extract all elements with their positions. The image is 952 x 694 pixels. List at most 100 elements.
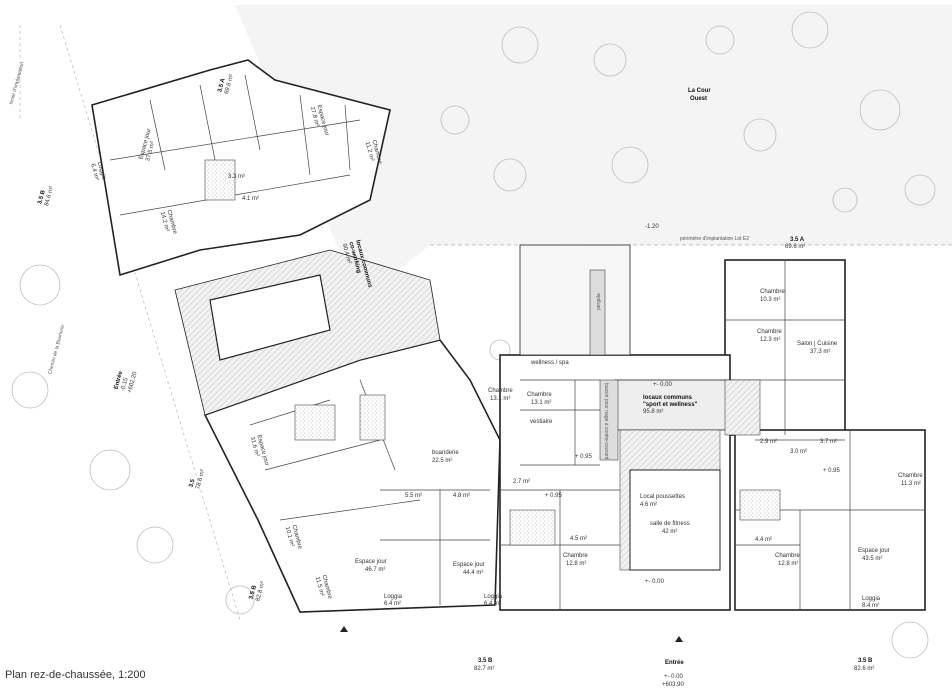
west-room-area: 27.8 m² (309, 106, 320, 127)
pergola-block (519, 244, 631, 356)
limit-label: limite d'implantation (9, 61, 26, 105)
entry-markers (340, 626, 683, 642)
west-unit-sw-area: 82.8 m² (255, 581, 266, 602)
west-unit-mid-type: 3.5 (189, 478, 197, 488)
west-entry-level1: -0.15 (120, 377, 130, 392)
east-small-area: 3.7 m² (820, 439, 837, 445)
west-room-area: 31.6 m² (249, 436, 260, 457)
east-room-name: Chambre (898, 473, 923, 479)
west-room-area: 6.4 m² (89, 163, 99, 181)
west-room-area: 37.5 m² (145, 141, 156, 162)
east-small-area: 2.9 m² (760, 439, 777, 445)
west-room-name: Loggia (484, 594, 503, 600)
east-level: + 0.95 (545, 493, 563, 499)
limit-line (19, 24, 241, 621)
east-unit-ne-type: 3.5 A (790, 237, 805, 243)
east-room-name: Local poussettes (640, 494, 685, 500)
east-unit-se-type: 3.5 B (858, 658, 873, 664)
east-small-area: 3.0 m² (790, 449, 807, 455)
pergola-label: pergola (596, 293, 602, 310)
east-common-level: +- 0.00 (653, 382, 673, 388)
east-room-name: wellness / spa (530, 360, 569, 366)
courtyard-name-2: Ouest (690, 96, 707, 102)
west-unit-nw-type: 3.5 B (37, 189, 47, 205)
west-room-area: 6.4 m² (484, 601, 501, 607)
road-label: Chemin de la Bourlerie (47, 324, 66, 375)
west-room-area: 22.5 m² (432, 458, 452, 464)
pool-label: bassin pour nage à contre-courant (603, 383, 609, 460)
west-unit-mid-area: 78.6 m² (195, 469, 206, 490)
west-small-area: 3.3 m² (228, 174, 245, 180)
west-small-area: 2.7 m² (513, 479, 530, 485)
courtyard-name: La Cour (688, 88, 711, 94)
west-common-area: 90.4 m² (341, 243, 352, 264)
west-room-name: buanderie (432, 450, 459, 456)
east-room-name: Espace jour (858, 548, 890, 554)
east-room-area: 42 m² (662, 529, 677, 535)
east-room-area: 12.8 m² (566, 561, 586, 567)
east-room-name: Chambre (760, 289, 785, 295)
east-unit-sw-area: 82.7 m² (474, 666, 494, 672)
west-room-area: 6.4 m² (384, 601, 401, 607)
east-level: + 0.95 (575, 454, 593, 460)
plan-caption: Plan rez-de-chaussée, 1:200 (5, 669, 146, 681)
west-unit-north-type: 3.5 A (217, 77, 227, 93)
east-common-area: 95.8 m² (643, 409, 663, 415)
west-room-name: Loggia (384, 594, 403, 600)
east-room-name: Chambre (775, 553, 800, 559)
east-room-name: Salon | Cuisine (797, 341, 838, 347)
east-room-name: Chambre (563, 553, 588, 559)
east-entry-level2: +603.90 (662, 682, 685, 688)
east-common-title: locaux communs (643, 395, 693, 401)
east-common-subtitle: "sport et wellness" (643, 402, 698, 408)
west-small-area: 4.8 m² (453, 493, 470, 499)
east-entry-label: Entrée (665, 660, 684, 666)
east-room-area: 10.3 m² (760, 297, 780, 303)
east-room-name: Loggia (862, 596, 881, 602)
west-small-area: 4.1 m² (242, 196, 259, 202)
west-room-name: Loggia (96, 161, 107, 181)
east-level: +- 0.00 (645, 579, 665, 585)
east-unit-se-area: 82.6 m² (854, 666, 874, 672)
east-room-area: 4.6 m² (640, 502, 657, 508)
east-room-name: Chambre (527, 392, 552, 398)
west-room-area: 14.2 m² (159, 211, 170, 232)
east-room-area: 13.1 m² (531, 400, 551, 406)
west-room-area: 44.4 m² (463, 570, 483, 576)
west-unit-sw-type: 3.5 B (249, 584, 259, 600)
east-entry-level1: +- 0.00 (664, 674, 684, 680)
west-room-area: 13.1 m² (490, 396, 510, 402)
west-room-name: Espace jour (355, 559, 387, 565)
east-unit-sw-type: 3.5 B (478, 658, 493, 664)
east-level: + 0.95 (823, 468, 841, 474)
courtyard-area (205, 5, 952, 300)
west-room-area: 10.1 m² (284, 526, 295, 547)
east-room-area: 12.3 m² (760, 337, 780, 343)
west-unit-north-area: 69.6 m² (224, 74, 235, 95)
east-room-name: Chambre (757, 329, 782, 335)
perimeter-label: périmètre d'implantation Lot E2 (680, 236, 749, 242)
trees (11, 11, 936, 659)
west-room-area: 46.7 m² (365, 567, 385, 573)
east-room-area: 37.3 m² (810, 349, 830, 355)
east-room-area: 43.5 m² (862, 556, 882, 562)
west-room-area: 11.5 m² (314, 576, 325, 597)
west-unit-nw-area: 84.6 m² (44, 186, 55, 207)
west-building (91, 59, 501, 613)
west-north-block (91, 59, 391, 277)
west-entry-level2: +602.20 (127, 370, 139, 393)
east-small-area: 4.5 m² (570, 536, 587, 542)
west-room-name: Chambre (488, 388, 513, 394)
east-room-area: 8.4 m² (862, 603, 879, 609)
west-room-area: 11.2 m² (364, 141, 375, 162)
west-entry-label: Entrée (114, 370, 125, 390)
west-room-name: Espace jour (453, 562, 485, 568)
east-room-name: salle de fitness (650, 521, 690, 527)
east-small-area: 4.4 m² (755, 537, 772, 543)
east-unit-ne-area: 69.6 m² (785, 244, 805, 250)
east-building (499, 244, 926, 611)
east-room-area: 11.3 m² (901, 481, 921, 487)
west-small-area: 5.5 m² (405, 493, 422, 499)
east-room-name: vestiaire (530, 419, 553, 425)
